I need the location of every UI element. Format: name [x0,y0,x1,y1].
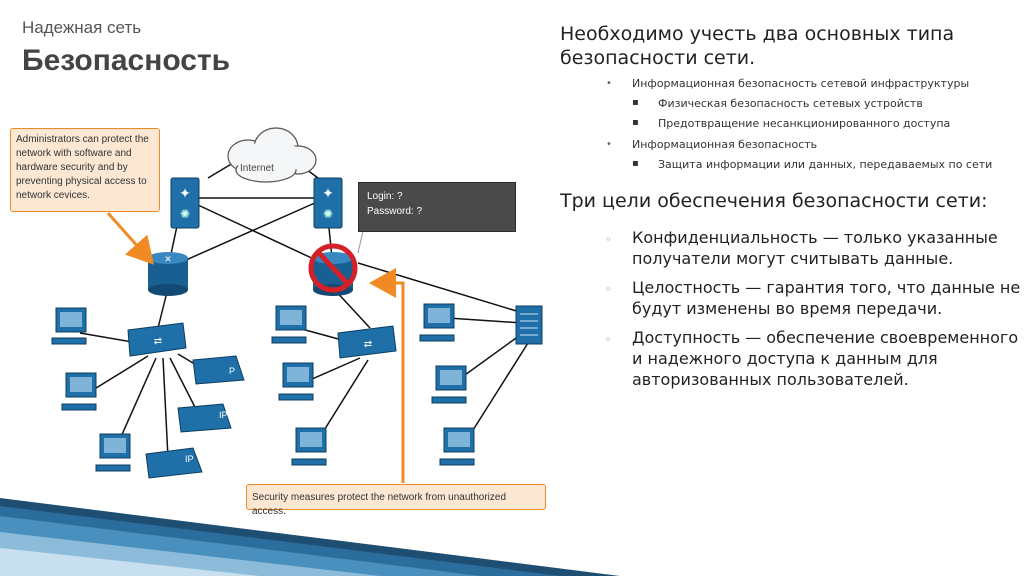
access-switch-right: ⇄ [337,325,397,359]
goal-text: Конфиденциальность — только указанные по… [632,228,998,268]
goal-text: Целостность — гарантия того, что данные … [632,278,1021,318]
core-switch-left: ✦ ✺ [170,177,200,229]
slide-title: Безопасность [22,44,231,77]
sub-list-item-text: Защита информации или данных, передаваем… [658,158,993,171]
phone-label-3: IP [185,454,194,464]
bullet-icon: ◦ [605,333,612,346]
bullet-icon: • [606,78,612,89]
callout-security: Security measures protect the network fr… [246,484,546,517]
list-item: • Информационная безопасность сетевой ин… [606,77,1022,91]
login-line: Login: ? [367,191,403,202]
svg-text:⇄: ⇄ [364,339,372,350]
svg-text:✺: ✺ [180,207,190,221]
corner-decoration [0,498,620,576]
login-prompt: Login: ? Password: ? [358,182,516,232]
password-line: Password: ? [367,206,423,217]
sub-list-item: ▪ Защита информации или данных, передава… [632,158,1022,172]
heading-types: Необходимо учесть два основных типа безо… [560,23,955,69]
heading-goals: Три цели обеспечения безопасности сети: [560,190,988,212]
access-switch-left: ⇄ [127,322,187,357]
network-diagram: ✦ ✺ ✦ ✺ ✕ ⇄ ⇄ [51,127,543,483]
callout-admin: Administrators can protect the network w… [10,128,160,212]
bullet-icon: • [606,139,612,150]
bullet-icon: ▪ [632,117,639,128]
goal-item: ◦ Конфиденциальность — только указанные … [605,227,1022,269]
sub-list-item: ▪ Физическая безопасность сетевых устрой… [632,97,1022,111]
bullet-icon: ▪ [632,97,639,108]
internet-label: Internet [240,163,274,174]
svg-text:✕: ✕ [164,254,172,264]
sub-list-item-text: Физическая безопасность сетевых устройст… [658,97,923,110]
phone-label-2: IP [219,410,228,420]
content-column: Необходимо учесть два основных типа безо… [560,22,1022,390]
list-item: • Информационная безопасность [606,138,1022,152]
sub-list-item-text: Предотвращение несанкционированного дост… [658,117,951,130]
sub-list-item: ▪ Предотвращение несанкционированного до… [632,117,1022,131]
svg-text:⇄: ⇄ [154,336,162,347]
bullet-icon: ◦ [605,233,612,246]
svg-text:✦: ✦ [322,185,334,201]
phone-label-1: P [229,366,236,376]
bullet-icon: ◦ [605,283,612,296]
goal-item: ◦ Доступность — обеспечение своевременно… [605,327,1022,390]
router-left: ✕ [148,252,188,296]
list-item-text: Информационная безопасность [632,138,818,151]
bullet-icon: ▪ [632,158,639,169]
svg-text:✺: ✺ [323,207,333,221]
router-right [308,243,358,296]
server [515,305,543,345]
svg-text:✦: ✦ [179,185,191,201]
list-item-text: Информационная безопасность сетевой инфр… [632,77,970,90]
ip-phones [145,355,245,479]
slide-subtitle: Надежная сеть [22,18,142,37]
goal-text: Доступность — обеспечение своевременного… [632,328,1019,389]
goal-item: ◦ Целостность — гарантия того, что данны… [605,277,1022,319]
core-switch-right: ✦ ✺ [313,177,343,229]
